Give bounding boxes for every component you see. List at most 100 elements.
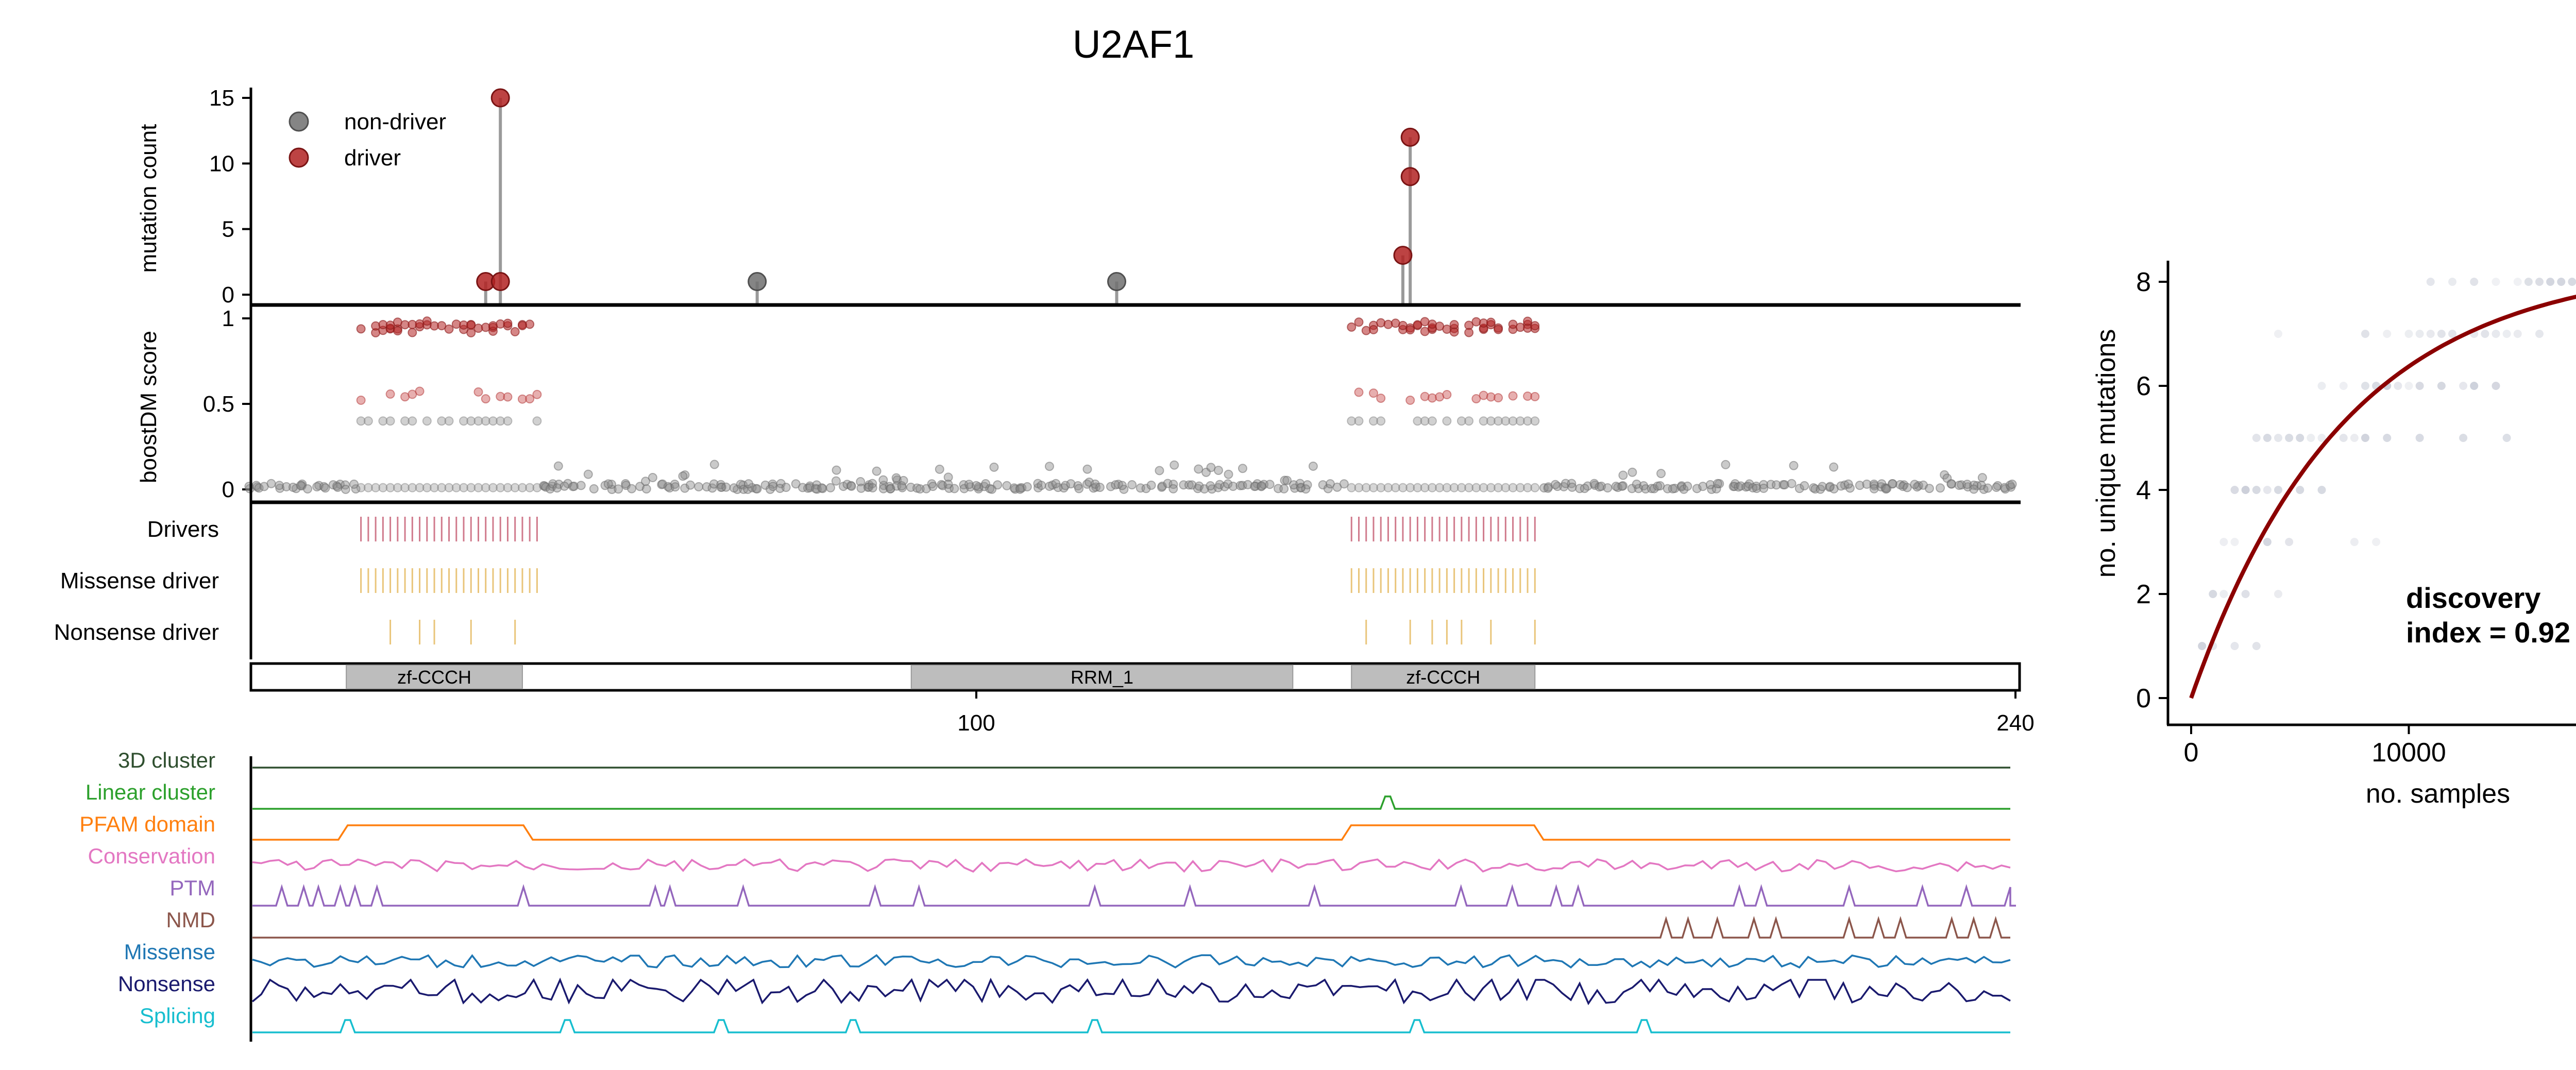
boost-point-286	[1157, 481, 1167, 491]
boost-point-241	[971, 481, 981, 490]
boost-point-54	[400, 483, 410, 492]
disc-point-31	[2350, 434, 2359, 442]
boost-point-70	[437, 321, 447, 331]
disc-point-18	[2274, 434, 2282, 442]
boost-point-260	[1044, 462, 1054, 471]
disc-point-9	[2241, 486, 2250, 494]
boost-point-431	[1523, 416, 1533, 426]
boost-point-141	[614, 484, 623, 494]
boost-point-555	[1983, 483, 1993, 493]
boost-point-391	[1449, 483, 1459, 492]
disc-point-14	[2263, 486, 2272, 494]
boost-point-416	[1494, 483, 1503, 492]
boost-point-202	[856, 477, 866, 487]
boost-point-519	[1855, 481, 1865, 490]
boost-point-227	[928, 482, 938, 491]
boost-point-506	[1800, 481, 1809, 490]
boost-point-175	[744, 479, 754, 489]
boost-point-159	[694, 482, 704, 491]
domain-label-2: zf-CCCH	[1406, 667, 1480, 688]
boostdm-points	[244, 316, 2017, 494]
mutation-count-ylabel: mutation count	[136, 124, 161, 273]
disc-point-69	[2557, 278, 2566, 286]
lollipop-head-driver-2	[490, 88, 510, 108]
boost-point-106	[503, 392, 513, 402]
boost-point-55	[408, 328, 417, 337]
boost-point-94	[481, 483, 490, 492]
boost-point-112	[517, 321, 527, 331]
feature-line-8	[252, 1019, 2010, 1033]
boost-point-372	[1420, 392, 1430, 401]
boost-point-322	[1280, 475, 1290, 485]
boost-point-110	[510, 483, 520, 492]
disc-point-26	[2317, 434, 2326, 442]
boost-point-105	[503, 318, 513, 328]
feature-label-4: PTM	[170, 876, 215, 900]
domain-label-1: RRM_1	[1071, 667, 1133, 688]
boost-point-283	[1146, 480, 1156, 490]
boost-point-305	[1224, 469, 1233, 479]
feature-label-1: Linear cluster	[86, 780, 215, 804]
disc-point-2	[2209, 590, 2217, 598]
lollipop-head-driver-4	[1400, 167, 1420, 186]
boost-point-83	[466, 328, 476, 337]
boost-point-131	[560, 481, 569, 491]
boost-point-393	[1456, 483, 1466, 492]
boost-point-73	[444, 324, 454, 334]
boost-point-514	[1829, 462, 1839, 472]
boost-point-28	[356, 324, 366, 334]
disc-point-35	[2372, 538, 2381, 546]
boost-point-92	[481, 394, 490, 404]
boost-point-308	[1228, 482, 1238, 491]
disc-point-5	[2230, 642, 2239, 650]
disc-ytick-label-4: 8	[2136, 267, 2151, 297]
boost-point-18	[319, 482, 329, 491]
feature-track-lines	[251, 767, 2016, 1033]
disc-point-49	[2437, 330, 2446, 338]
boost-point-184	[781, 483, 791, 492]
disc-point-16	[2274, 590, 2282, 598]
boost-point-229	[935, 464, 944, 474]
mutation-count-legend: non-driver driver	[289, 109, 446, 171]
boost-point-380	[1427, 483, 1437, 492]
boost-point-337	[1347, 322, 1357, 332]
boost-point-459	[1617, 481, 1627, 491]
boost-point-399	[1471, 394, 1481, 403]
boost-point-518	[1843, 479, 1853, 489]
boost-point-383	[1435, 483, 1445, 492]
boost-point-369	[1413, 483, 1422, 492]
boost-point-262	[1051, 479, 1061, 488]
boost-point-280	[1127, 480, 1137, 490]
boost-point-469	[1655, 481, 1665, 490]
boost-point-562	[2007, 479, 2017, 489]
boost-point-72	[437, 483, 447, 492]
boost-point-406	[1479, 483, 1488, 492]
boost-point-417	[1501, 416, 1511, 426]
disc-point-7	[2230, 486, 2239, 494]
boost-point-201	[846, 481, 856, 491]
boost-point-273	[1090, 479, 1100, 489]
track-label-drivers: Drivers	[147, 517, 219, 542]
boost-point-374	[1420, 483, 1430, 492]
boost-point-148	[648, 472, 657, 482]
boost-point-485	[1721, 460, 1731, 469]
disc-point-42	[2404, 330, 2413, 338]
lollipop-head-driver-1	[490, 272, 510, 292]
boost-point-107	[503, 416, 513, 426]
track-label-missense-driver: Missense driver	[60, 568, 219, 593]
disc-point-11	[2252, 486, 2261, 494]
disc-point-50	[2448, 330, 2456, 338]
disc-point-57	[2481, 330, 2489, 338]
boost-point-93	[481, 416, 490, 426]
disc-ytick-label-1: 2	[2136, 580, 2151, 609]
discovery-points	[2198, 278, 2576, 650]
legend-label-non-driver: non-driver	[344, 109, 446, 134]
boost-point-23	[333, 482, 343, 492]
domain-xtick-label-1: 240	[1996, 710, 2034, 736]
figure-title: U2AF1	[1073, 23, 1195, 66]
boost-point-356	[1383, 483, 1393, 492]
